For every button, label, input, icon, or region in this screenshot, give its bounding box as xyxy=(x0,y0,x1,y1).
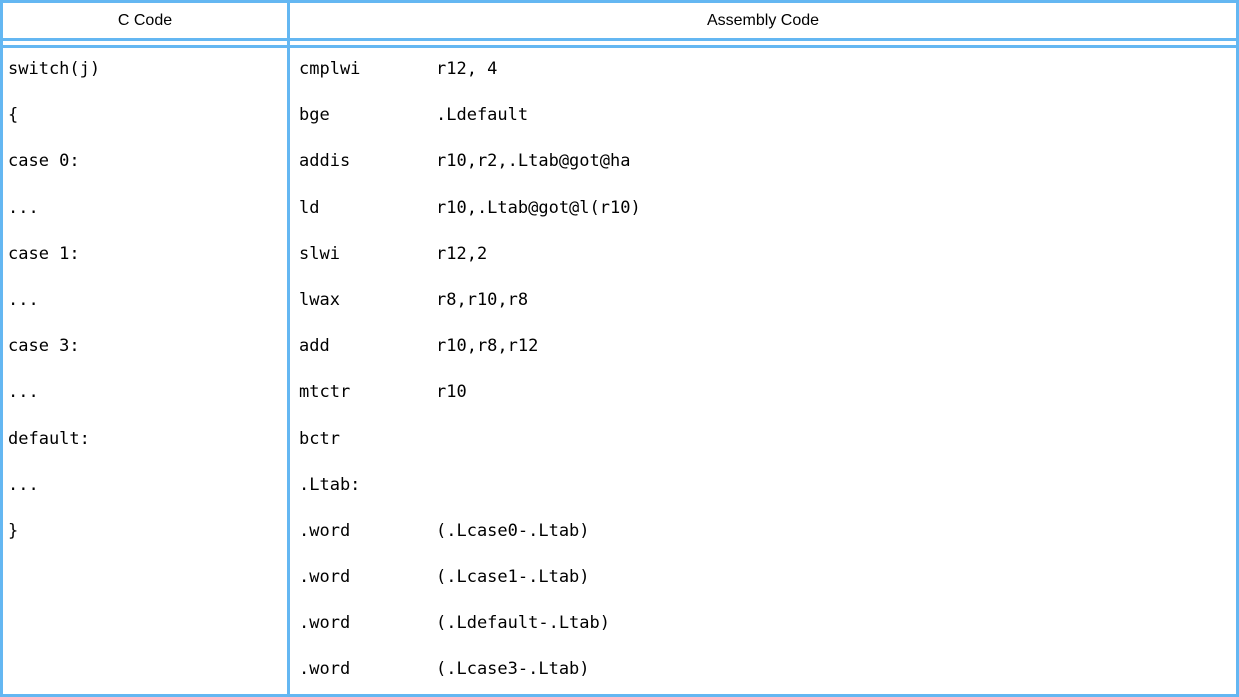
assembly-line: cmplwi r12, 4 xyxy=(299,46,1236,92)
assembly-mnemonic: add xyxy=(299,336,330,357)
column-divider-line xyxy=(287,3,290,694)
assembly-line: .word (.Lcase0-.Ltab) xyxy=(299,508,1236,554)
assembly-operands: r10,.Ltab@got@l(r10) xyxy=(436,197,641,218)
assembly-line: ld r10,.Ltab@got@l(r10) xyxy=(299,185,1236,231)
assembly-line: bge .Ldefault xyxy=(299,92,1236,138)
assembly-line: .word (.Lcase1-.Ltab) xyxy=(299,554,1236,600)
assembly-operands: r8,r10,r8 xyxy=(436,289,529,310)
c-code-line: ... xyxy=(8,289,39,310)
assembly-line: .Ltab: xyxy=(299,462,1236,508)
assembly-code-cell: cmplwi r12, 4 bge .Ldefault addis r10,r2,.Lta… xyxy=(293,46,1236,691)
assembly-line: bctr xyxy=(299,416,1236,462)
assembly-mnemonic: bctr xyxy=(299,428,340,449)
c-code-line: switch(j) xyxy=(8,59,101,79)
assembly-line: .word (.Ldefault-.Ltab) xyxy=(299,600,1236,646)
c-code-line: ... xyxy=(8,474,39,495)
assembly-line: lwax r8,r10,r8 xyxy=(299,277,1236,323)
assembly-operands: r10,r2,.Ltab@got@ha xyxy=(436,151,631,172)
assembly-mnemonic: .word xyxy=(299,520,351,541)
assembly-mnemonic: .word xyxy=(299,567,351,588)
c-code-column-header: C Code xyxy=(117,12,173,29)
assembly-line: addis r10,r2,.Ltab@got@ha xyxy=(299,138,1236,184)
header-separator-line-bottom xyxy=(3,45,1236,48)
c-code-line: case 3: xyxy=(8,336,80,357)
assembly-operands: r12, 4 xyxy=(436,59,498,79)
assembly-operands: r10 xyxy=(436,382,467,403)
assembly-line: add r10,r8,r12 xyxy=(299,323,1236,369)
c-code-line: default: xyxy=(8,428,90,449)
assembly-mnemonic: lwax xyxy=(299,289,340,310)
assembly-operands: (.Lcase1-.Ltab) xyxy=(436,567,590,588)
assembly-mnemonic: addis xyxy=(299,151,351,172)
assembly-mnemonic: ld xyxy=(299,197,320,218)
c-code-line: } xyxy=(8,520,19,541)
assembly-line: mtctr r10 xyxy=(299,369,1236,415)
assembly-operands: r10,r8,r12 xyxy=(436,336,539,357)
assembly-mnemonic: .Ltab: xyxy=(299,474,361,495)
assembly-operands: .Ldefault xyxy=(436,105,529,126)
assembly-mnemonic: .word xyxy=(299,659,351,680)
assembly-mnemonic: .word xyxy=(299,613,351,634)
c-code-line: case 0: xyxy=(8,151,80,172)
assembly-mnemonic: cmplwi xyxy=(299,59,361,79)
assembly-operands: r12,2 xyxy=(436,243,488,264)
assembly-line: .word (.Lcase3-.Ltab) xyxy=(299,646,1236,691)
assembly-mnemonic: slwi xyxy=(299,243,340,264)
assembly-operands: (.Ldefault-.Ltab) xyxy=(436,613,610,634)
c-code-line: ... xyxy=(8,197,39,218)
c-code-cell: switch(j) { case 0:... case 1:... case 3:...… xyxy=(5,46,285,691)
c-code-line: ... xyxy=(8,382,39,403)
assembly-code-column-header: Assembly Code xyxy=(706,12,820,29)
assembly-line: slwi r12,2 xyxy=(299,231,1236,277)
header-separator-line-top xyxy=(3,38,1236,41)
assembly-mnemonic: bge xyxy=(299,105,330,126)
assembly-operands: (.Lcase0-.Ltab) xyxy=(436,520,590,541)
c-code-line: { xyxy=(8,105,19,126)
c-code-line: case 1: xyxy=(8,243,80,264)
assembly-operands: (.Lcase3-.Ltab) xyxy=(436,659,590,680)
assembly-mnemonic: mtctr xyxy=(299,382,351,403)
